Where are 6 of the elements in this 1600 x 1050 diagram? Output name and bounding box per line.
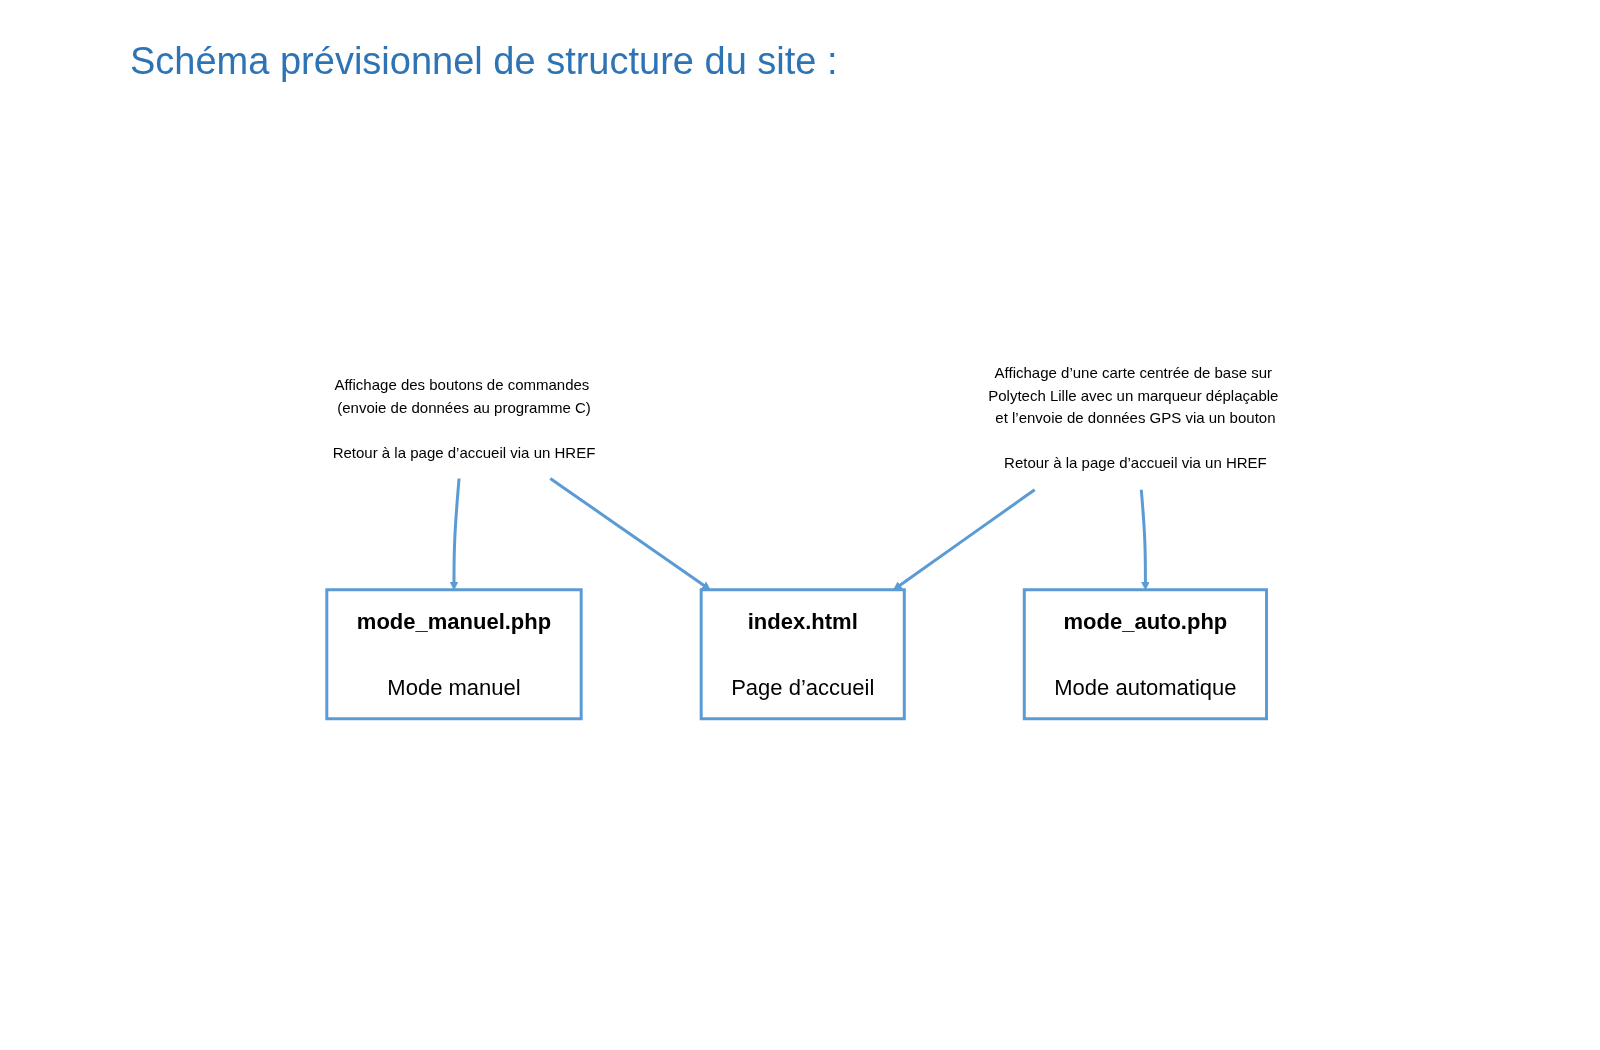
node-text: Affichage des boutons de commandes (envoie de données au programme C) Retour à la page d’accueil via un HREF (332, 375, 596, 460)
diagram-title: Schéma prévisionnel de structure du site : (130, 40, 839, 83)
node-box: mode_auto.php Mode automatique (1023, 588, 1269, 721)
node-box: index.html Page d’accueil (700, 588, 907, 721)
node-text: Affichage d’une carte centrée de base sur Polytech Lille avec un marqueur déplaçable et l’envoie de données GPS via un bouton Retour à la page d’accueil via un HREF (988, 364, 1279, 472)
node-box: mode_manuel.php Mode manuel (325, 588, 583, 721)
